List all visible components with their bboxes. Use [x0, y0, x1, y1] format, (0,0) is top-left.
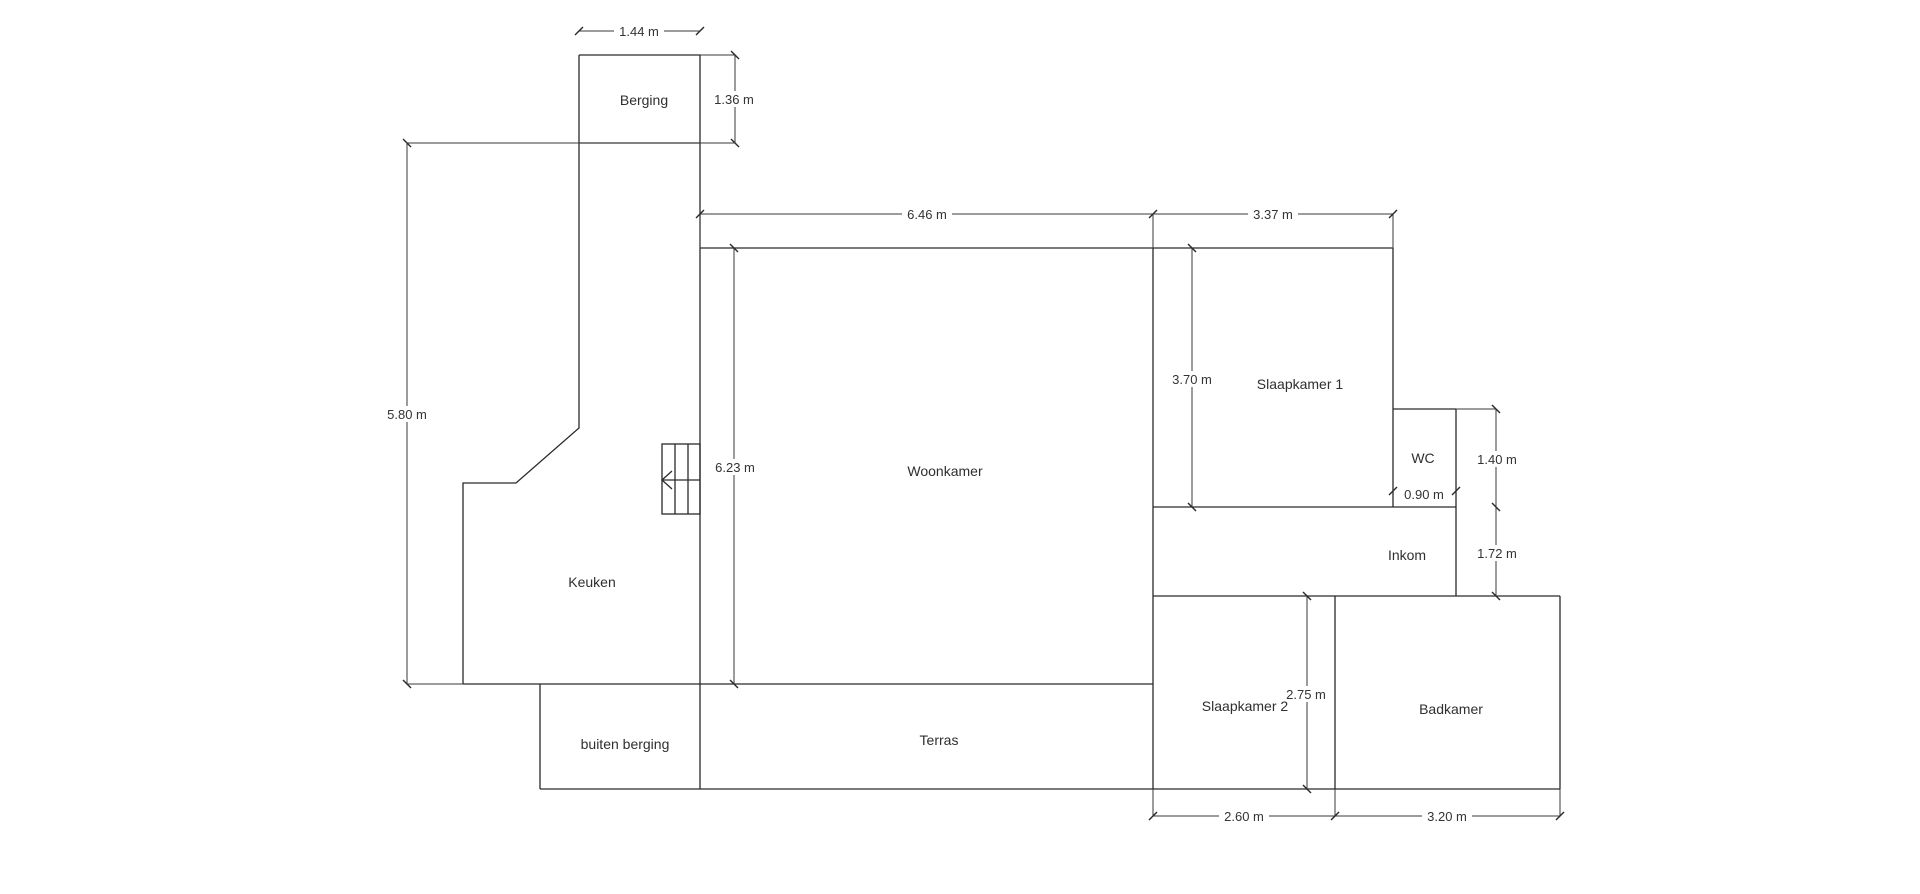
dim-inkom-height: 1.72 m [1477, 546, 1517, 561]
room-slaapkamer2: Slaapkamer 2 [1202, 698, 1289, 714]
stairs-arrow-icon [661, 470, 673, 490]
dim-slaapkamer1-height: 3.70 m [1172, 372, 1212, 387]
dim-berging-depth: 1.36 m [714, 92, 754, 107]
room-slaapkamer1: Slaapkamer 1 [1257, 376, 1344, 392]
room-buiten-berging: buiten berging [581, 736, 670, 752]
stairs [661, 443, 701, 515]
dim-slaapkamer2-height: 2.75 m [1286, 687, 1326, 702]
dimension-labels: 1.44 m 1.36 m 5.80 m 6.46 m 3.37 m 6.23 … [381, 23, 1522, 824]
dim-wc-width: 0.90 m [1404, 487, 1444, 502]
room-berging: Berging [620, 92, 668, 108]
room-keuken: Keuken [568, 574, 615, 590]
dim-slaapkamer2-width: 2.60 m [1224, 809, 1264, 824]
keuken-wall [462, 143, 580, 684]
dim-berging-width: 1.44 m [619, 24, 659, 39]
room-badkamer: Badkamer [1419, 701, 1483, 717]
dim-woonkamer-width: 6.46 m [907, 207, 947, 222]
dimension-lines [402, 26, 1565, 821]
dim-slaapkamer1-width: 3.37 m [1253, 207, 1293, 222]
room-wc: WC [1411, 450, 1434, 466]
dim-wc-height: 1.40 m [1477, 452, 1517, 467]
room-woonkamer: Woonkamer [907, 463, 983, 479]
room-inkom: Inkom [1388, 547, 1426, 563]
dim-keuken-height: 5.80 m [387, 407, 427, 422]
dim-woonkamer-height: 6.23 m [715, 460, 755, 475]
walls [462, 54, 1561, 790]
dim-badkamer-width: 3.20 m [1427, 809, 1467, 824]
room-terras: Terras [920, 732, 959, 748]
room-labels: Berging Keuken Woonkamer Slaapkamer 1 WC… [568, 92, 1483, 752]
